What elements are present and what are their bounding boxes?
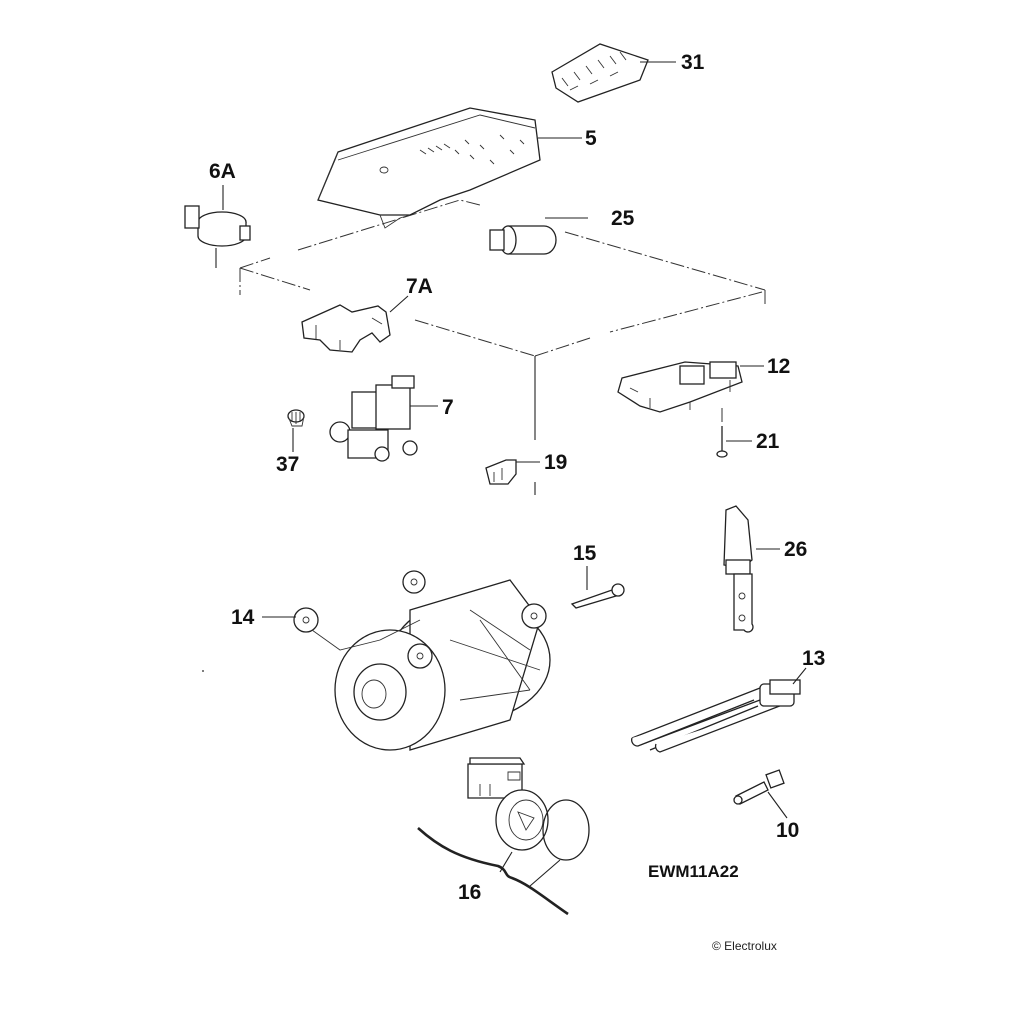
- callout-7A[interactable]: 7A: [406, 275, 433, 298]
- part-15-motor-screw[interactable]: [570, 566, 625, 609]
- part-19-cable-clamp[interactable]: [485, 459, 540, 485]
- copyright-notice: © Electrolux: [712, 939, 777, 953]
- callout-25[interactable]: 25: [611, 207, 635, 230]
- callout-15[interactable]: 15: [573, 542, 597, 565]
- part-7-inlet-valve[interactable]: [329, 375, 438, 462]
- part-31-control-cover[interactable]: [551, 43, 676, 103]
- part-10-ntc-sensor[interactable]: [733, 769, 788, 819]
- part-26-bracket[interactable]: [723, 505, 780, 633]
- stray-mark: [202, 670, 204, 672]
- part-25-suppressor[interactable]: [489, 217, 588, 255]
- part-6A-pressure-switch[interactable]: [184, 185, 251, 268]
- part-13-heating-element[interactable]: [631, 667, 807, 753]
- cabinet-outline: [239, 199, 766, 495]
- callout-21[interactable]: 21: [756, 430, 780, 453]
- part-12-door-interlock[interactable]: [617, 361, 764, 413]
- part-21-screw[interactable]: [716, 408, 752, 458]
- callout-5[interactable]: 5: [585, 127, 597, 150]
- callout-16[interactable]: 16: [458, 881, 482, 904]
- model-code: EWM11A22: [648, 862, 739, 881]
- callout-10[interactable]: 10: [776, 819, 800, 842]
- callout-31[interactable]: 31: [681, 51, 705, 74]
- callout-14[interactable]: 14: [231, 606, 255, 629]
- callout-12[interactable]: 12: [767, 355, 791, 378]
- callout-37[interactable]: 37: [276, 453, 300, 476]
- part-16-drain-pump[interactable]: [417, 757, 590, 916]
- part-7A-valve-bracket[interactable]: [301, 295, 409, 353]
- callout-7[interactable]: 7: [442, 396, 454, 419]
- part-14-motor[interactable]: [262, 570, 551, 751]
- callout-26[interactable]: 26: [784, 538, 808, 561]
- part-37-inlet-filter[interactable]: [287, 409, 305, 452]
- callout-6A[interactable]: 6A: [209, 160, 236, 183]
- part-5-control-module[interactable]: [317, 107, 582, 229]
- callout-13[interactable]: 13: [802, 647, 826, 670]
- callout-19[interactable]: 19: [544, 451, 568, 474]
